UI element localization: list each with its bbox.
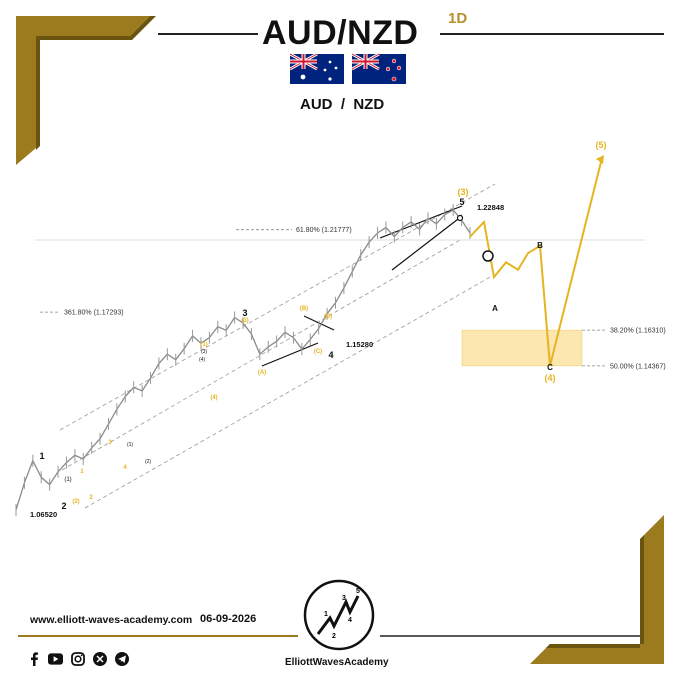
website-link[interactable]: www.elliott-waves-academy.com: [30, 614, 193, 626]
x-icon[interactable]: [92, 651, 107, 666]
youtube-icon[interactable]: [48, 651, 63, 666]
wave-label: (1): [127, 442, 133, 448]
australia-flag-icon: [289, 52, 344, 84]
wave-label: (C): [314, 349, 322, 355]
wave-label: (3): [201, 349, 207, 355]
forecast-path: [469, 157, 603, 367]
wave-label: 1: [80, 469, 84, 475]
target-zone: [461, 329, 583, 367]
svg-text:4: 4: [348, 617, 352, 624]
social-links: [26, 651, 129, 666]
publish-date: 06-09-2026: [200, 613, 257, 625]
wave-label: (1): [200, 342, 207, 348]
fib-label: 361.80% (1.17293): [64, 310, 124, 317]
wave-label: 5: [459, 197, 464, 207]
wave-label: 2: [89, 495, 93, 501]
forecast-arrowhead: [596, 155, 604, 164]
wave-label: 4: [328, 350, 333, 360]
wave-label: 3: [108, 440, 112, 446]
instagram-icon[interactable]: [70, 651, 85, 666]
timeframe-badge: 1D: [448, 10, 468, 27]
wave-label: (A): [258, 370, 266, 376]
wave-label: (4): [199, 357, 205, 363]
wave-label: A: [492, 304, 498, 313]
telegram-icon[interactable]: [114, 651, 129, 666]
wave-label: 3: [242, 308, 247, 318]
fib-label: 38.20% (1.16310): [610, 328, 666, 335]
fib-label: 50.00% (1.14367): [610, 363, 666, 370]
price-label-wave4: 1.15280: [346, 340, 373, 349]
trend-channel: [59, 183, 496, 509]
pattern-lines: [261, 205, 463, 367]
svg-text:5: 5: [356, 588, 360, 595]
wave-label: (3): [458, 187, 469, 197]
svg-text:2: 2: [332, 633, 336, 640]
wave5-marker: [456, 214, 464, 222]
wave-label: (D): [324, 314, 332, 320]
wave-label: 1: [39, 451, 44, 461]
wave-label: 4: [123, 465, 127, 471]
wave-label: (4): [545, 373, 556, 383]
wave-label: (2): [145, 459, 151, 465]
frame-bottom-right: [530, 515, 664, 664]
brand-name: ElliottWavesAcademy: [285, 657, 389, 668]
wave-label: (1): [64, 477, 71, 483]
frame-top-left: [16, 16, 156, 165]
price-bars: [15, 204, 471, 516]
current-price-marker: [482, 250, 494, 262]
wave-label: (2): [72, 499, 79, 505]
facebook-icon[interactable]: [26, 651, 41, 666]
price-label-low: 1.06520: [30, 510, 57, 519]
wave-labels: 1.065201.152801.2284812345(3)(4)(5)ABC12…: [30, 140, 607, 519]
pair-subtitle: AUD / NZD: [300, 96, 385, 113]
wave-label: C: [547, 363, 553, 372]
price-label-high: 1.22848: [477, 203, 504, 212]
fib-label: 61.80% (1.21777): [296, 227, 352, 234]
new-zealand-flag-icon: [351, 52, 406, 84]
fibonacci-levels: 61.80% (1.21777) 361.80% (1.17293) 38.20% …: [40, 227, 666, 370]
wave-label: (3): [241, 318, 248, 324]
svg-text:3: 3: [342, 595, 346, 602]
elliott-waves-logo: 1 2 3 4 5: [303, 579, 375, 651]
wave-label: (4): [210, 395, 217, 401]
chart-title: AUD/NZD: [262, 14, 419, 52]
wave-label: (5): [596, 140, 607, 150]
wave-label: 2: [61, 501, 66, 511]
price-series: [15, 209, 471, 511]
wave-label: (B): [300, 306, 308, 312]
svg-text:1: 1: [324, 611, 328, 618]
wave-label: B: [537, 241, 543, 250]
